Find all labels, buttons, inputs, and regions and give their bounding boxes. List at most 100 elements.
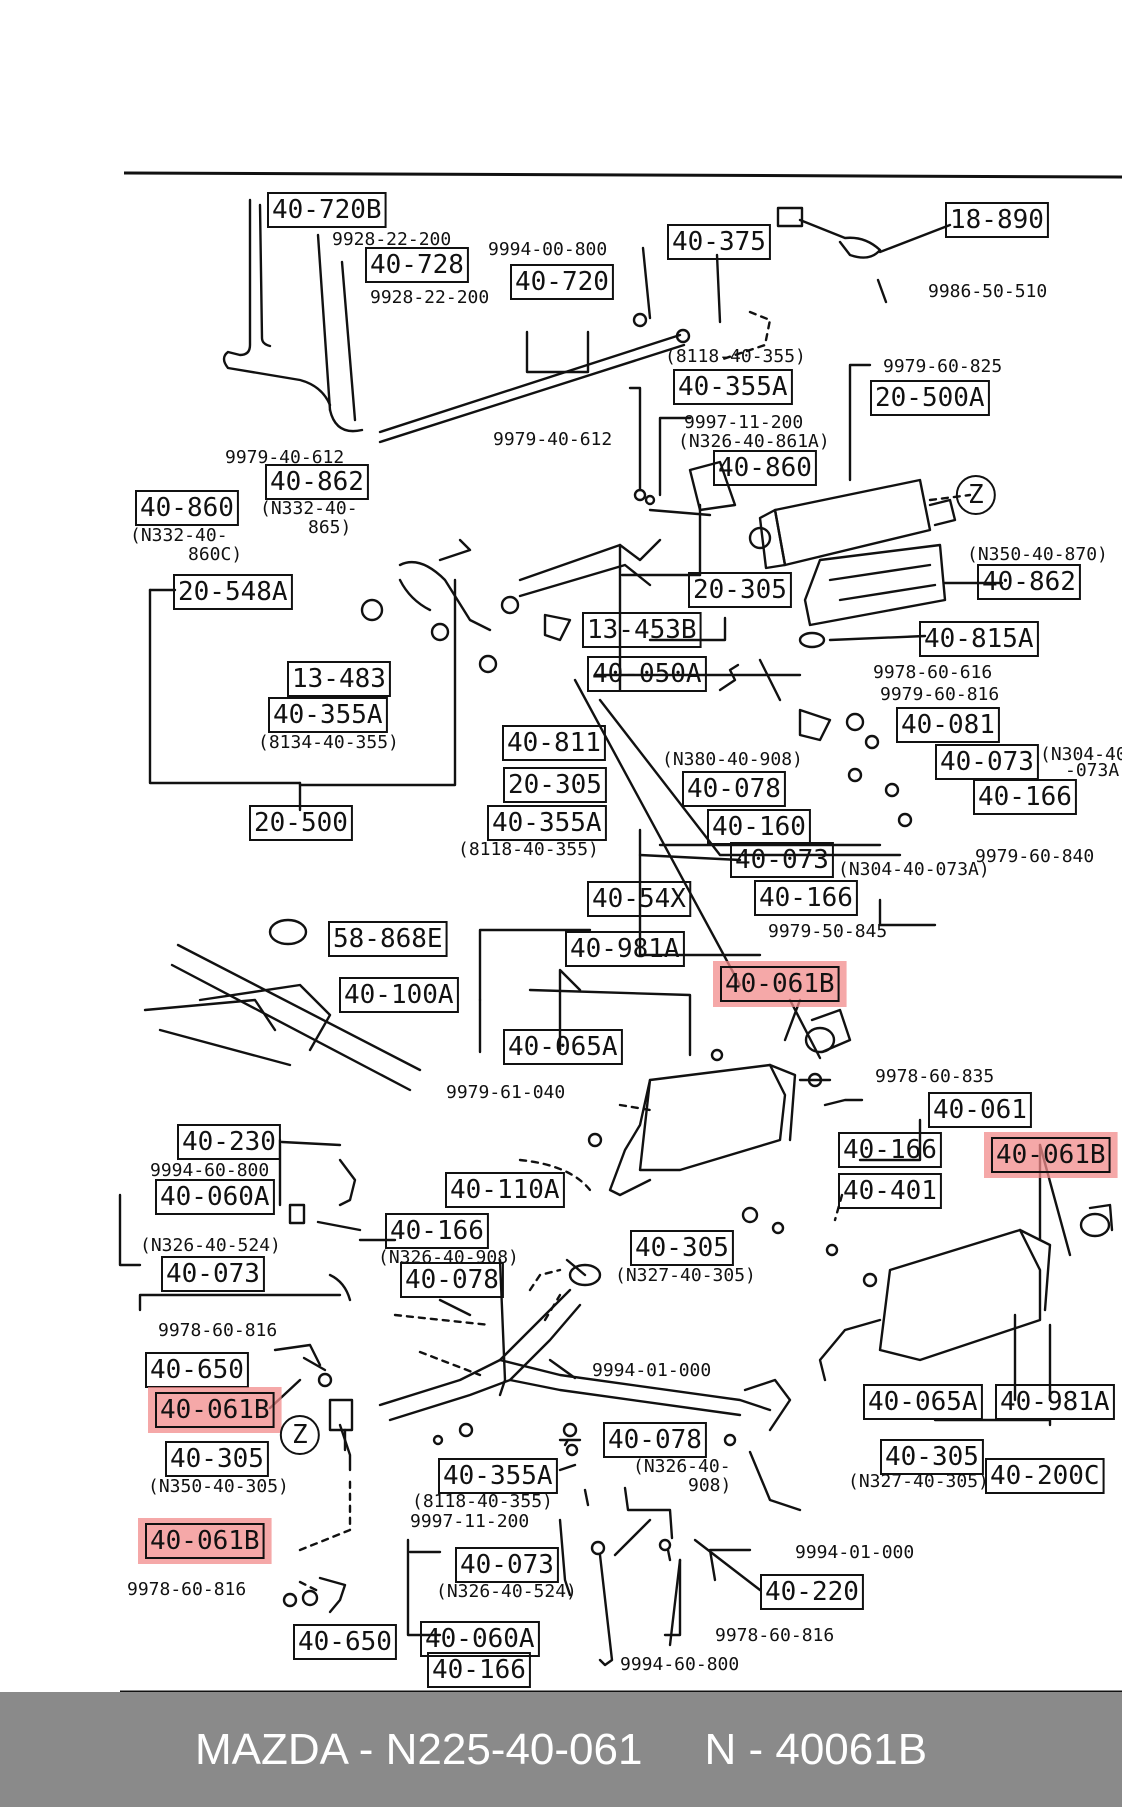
part-label-l89: (N326-40- <box>633 1456 731 1477</box>
label-box <box>919 621 1039 657</box>
part-number-text: 13-453B <box>587 615 697 645</box>
part-number-text: 40-401 <box>843 1176 937 1206</box>
part-number-text: 9978-60-835 <box>875 1066 994 1087</box>
part-label-l36: 40-355A <box>268 697 388 733</box>
label-box <box>880 1439 984 1475</box>
part-label-l56: 9979-50-845 <box>768 921 887 942</box>
part-label-l41: 40-073 <box>935 744 1039 780</box>
part-number-text: 9994-01-000 <box>592 1360 711 1381</box>
part-number-text: 40-078 <box>687 774 781 804</box>
part-number-text: 9978-60-816 <box>158 1320 277 1341</box>
highlight-box <box>148 1387 282 1433</box>
part-number-text: (N326-40-524) <box>436 1581 577 1602</box>
label-box <box>287 661 391 697</box>
part-number-text: 40-375 <box>672 227 766 257</box>
part-number-text: 40-061B <box>160 1395 270 1425</box>
part-label-l8: 18-890 <box>945 202 1049 238</box>
part-number-text: 9994-60-800 <box>620 1654 739 1675</box>
part-label-l103: 9978-60-816 <box>715 1625 834 1646</box>
part-number-text: 40-720B <box>272 195 382 225</box>
label-box <box>155 1179 275 1215</box>
label-box <box>365 247 469 283</box>
label-box <box>267 192 387 228</box>
label-box <box>945 202 1049 238</box>
part-label-l90: 908) <box>688 1475 731 1496</box>
part-number-text: 40-981A <box>570 934 680 964</box>
part-number-text: 13-483 <box>292 664 386 694</box>
part-number-text: 40-060A <box>425 1624 535 1654</box>
label-box <box>265 464 369 500</box>
part-label-l62: 9978-60-835 <box>875 1066 994 1087</box>
part-number-text: (N326-40-861A) <box>678 431 830 452</box>
part-label-l18: 40-862 <box>265 464 369 500</box>
label-box <box>973 779 1077 815</box>
label-box <box>455 1547 559 1583</box>
part-label-l42: (N304-40 <box>1040 744 1122 765</box>
part-label-l84: 40-981A <box>995 1384 1115 1420</box>
part-label-l95: (8118-40-355) <box>412 1491 553 1512</box>
label-box <box>995 1384 1115 1420</box>
label-box <box>977 564 1081 600</box>
label-box <box>760 1574 864 1610</box>
footer-part-number: MAZDA - N225-40-061 <box>194 1724 643 1774</box>
label-box <box>603 1422 707 1458</box>
part-number-text: 9928-22-200 <box>370 287 489 308</box>
part-label-l87: 40-305 <box>165 1441 269 1477</box>
footer-alt-number: N - 40061B <box>704 1724 928 1774</box>
part-number-text: (8134-40-355) <box>258 732 399 753</box>
part-number-text: 9979-60-825 <box>883 356 1002 377</box>
part-label-l27: 40-862 <box>977 564 1081 600</box>
label-box <box>177 1124 281 1160</box>
part-label-l23: 860C) <box>188 544 242 565</box>
part-label-l67: 40-061B <box>984 1132 1118 1178</box>
part-label-l32: 13-483 <box>287 661 391 697</box>
part-label-l85: Z <box>279 1415 320 1455</box>
part-label-l100: (N326-40-524) <box>436 1581 577 1602</box>
part-label-l96: 9997-11-200 <box>410 1511 529 1532</box>
part-number-text: 40-100A <box>344 980 454 1010</box>
part-number-text: 40-050A <box>592 659 702 689</box>
part-labels: 40-720B9928-22-20040-7289928-22-2009994-… <box>127 192 1122 1688</box>
part-number-text: 20-500 <box>254 808 348 838</box>
part-number-text: 40-061 <box>933 1095 1027 1125</box>
part-label-l51: 9979-60-840 <box>975 846 1094 867</box>
part-number-text: 40-078 <box>405 1265 499 1295</box>
part-label-l4: 9928-22-200 <box>370 287 489 308</box>
part-label-l34: 9978-60-616 <box>873 662 992 683</box>
part-label-l70: 40-110A <box>445 1172 565 1208</box>
label-box <box>510 264 614 300</box>
part-label-l48: 40-355A <box>487 805 607 841</box>
part-label-l46: 40-166 <box>973 779 1077 815</box>
part-label-l39: 40-081 <box>896 707 1000 743</box>
part-label-l69: 40-060A <box>155 1179 275 1215</box>
part-number-text: 9997-11-200 <box>684 412 803 433</box>
label-box <box>991 1137 1111 1173</box>
part-label-l9: 9986-50-510 <box>928 281 1047 302</box>
part-number-text: 40-305 <box>170 1444 264 1474</box>
part-label-l82: 40-061B <box>148 1387 282 1433</box>
part-number-text: 40-720 <box>515 267 609 297</box>
part-label-l105: 40-060A <box>420 1621 540 1657</box>
part-number-text: 9994-00-800 <box>488 239 607 260</box>
part-number-text: 9997-11-200 <box>410 1511 529 1532</box>
part-number-text: 40-230 <box>182 1127 276 1157</box>
part-label-l16: 9979-40-612 <box>225 447 344 468</box>
part-label-l45: 40-078 <box>682 771 786 807</box>
part-label-l29: 20-305 <box>688 572 792 608</box>
part-label-l55: 40-166 <box>754 880 858 916</box>
part-number-text: (N304-40-073A) <box>838 859 990 880</box>
part-label-l72: (N326-40-524) <box>140 1235 281 1256</box>
part-label-l98: 9994-01-000 <box>795 1542 914 1563</box>
part-number-text: (N326-40- <box>633 1456 731 1477</box>
label-box <box>896 707 1000 743</box>
label-box <box>145 1523 265 1559</box>
label-box <box>985 1458 1105 1494</box>
label-box <box>582 612 702 648</box>
part-number-text: (N332-40- <box>260 498 358 519</box>
label-box <box>838 1132 942 1168</box>
part-label-l38: 40-811 <box>502 725 606 761</box>
part-number-text: 40-160 <box>712 812 806 842</box>
part-label-l66: 40-166 <box>838 1132 942 1168</box>
part-number-text: 9928-22-200 <box>332 229 451 250</box>
part-number-text: 40-305 <box>885 1442 979 1472</box>
